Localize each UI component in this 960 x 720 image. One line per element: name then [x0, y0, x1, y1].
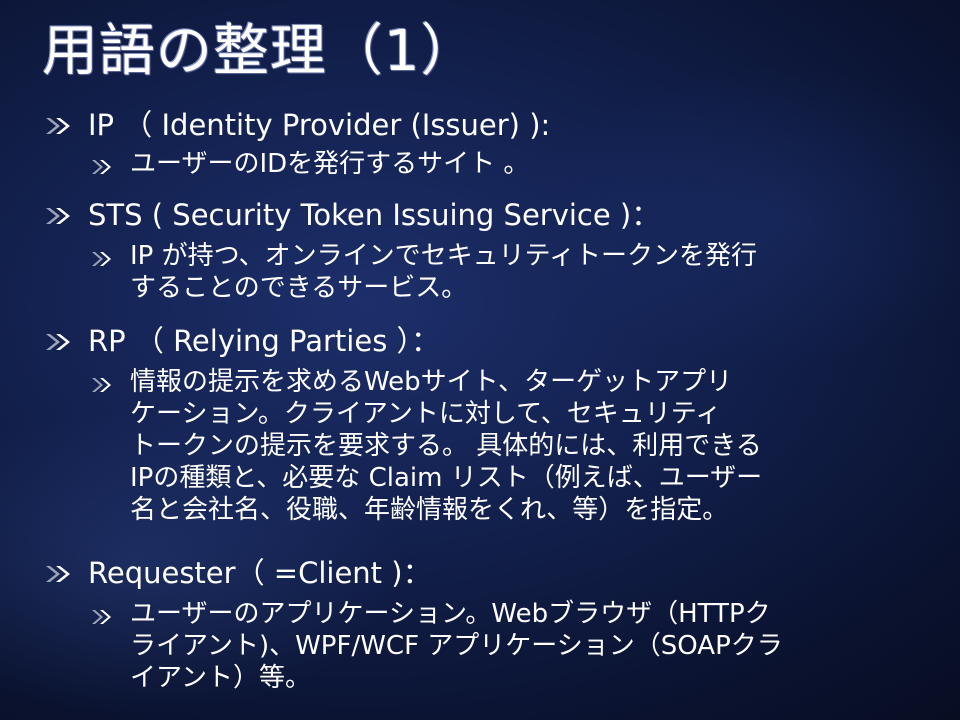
double-chevron-right-icon: [92, 610, 111, 624]
bullet-sts: STS ( Security Token Issuing Service )：: [88, 198, 661, 232]
sub-bullet-ip: ユーザーのIDを発行するサイト 。: [130, 148, 920, 180]
sub-bullet-line: ユーザーのアプリケーション。Webブラウザ（HTTPク: [130, 599, 771, 629]
sub-bullet-requester: ユーザーのアプリケーション。Webブラウザ（HTTPク ライアント)、WPF/W…: [130, 598, 920, 694]
sub-bullet-line: IPの種類と、必要な Claim リスト（例えば、ユーザー: [130, 463, 763, 493]
sub-bullet-line: ユーザーのIDを発行するサイト 。: [130, 149, 530, 179]
sub-bullet-line: することのできるサービス。: [130, 273, 468, 303]
sub-bullet-line: 名と会社名、役職、年齢情報をくれ、等）を指定。: [130, 495, 729, 525]
sub-bullet-sts: IP が持つ、オンラインでセキュリティトークンを発行 することのできるサービス。: [130, 240, 920, 304]
slide-title: 用語の整理（1）: [42, 19, 478, 84]
sub-bullet-line: イアント）等。: [130, 663, 311, 693]
double-chevron-right-icon: [92, 378, 111, 392]
sub-bullet-line: ケーション。クライアントに対して、セキュリティ: [130, 399, 722, 429]
sub-bullet-line: ライアント)、WPF/WCF アプリケーション（SOAPクラ: [130, 631, 783, 661]
double-chevron-right-icon: [92, 160, 111, 174]
sub-bullet-line: 情報の提示を求めるWebサイト、ターゲットアプリ: [130, 367, 733, 397]
sub-bullet-rp: 情報の提示を求めるWebサイト、ターゲットアプリ ケーション。クライアントに対し…: [130, 366, 920, 526]
double-chevron-right-icon: [46, 118, 70, 134]
double-chevron-right-icon: [92, 252, 111, 266]
double-chevron-right-icon: [46, 334, 70, 350]
sub-bullet-line: IP が持つ、オンラインでセキュリティトークンを発行: [130, 241, 758, 271]
bullet-rp: RP （ Relying Parties ）：: [88, 324, 441, 358]
double-chevron-right-icon: [46, 566, 70, 582]
bullet-ip: IP （ Identity Provider (Issuer) ):: [88, 108, 551, 142]
bullet-requester: Requester（ =Client )：: [88, 556, 432, 590]
sub-bullet-line: トークンの提示を要求する。 具体的には、利用できる: [130, 431, 762, 461]
double-chevron-right-icon: [46, 208, 70, 224]
